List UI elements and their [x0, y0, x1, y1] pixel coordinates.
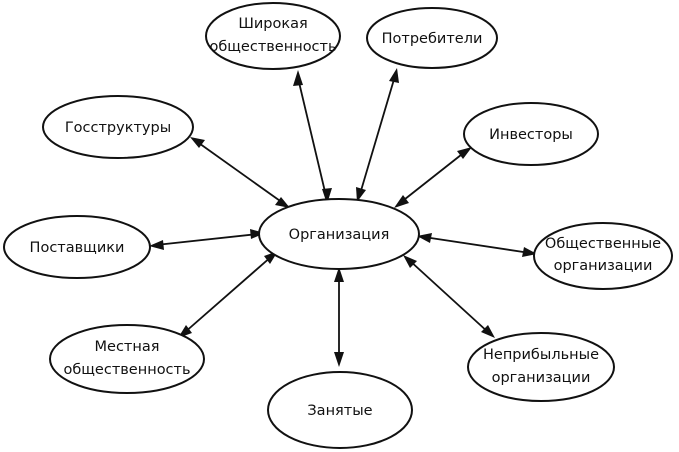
arrowhead-potrebiteli-top [389, 68, 399, 83]
connector-obshchestvennye [423, 236, 531, 254]
node-potrebiteli: Потребители [366, 7, 498, 69]
node-neprib: Неприбыльные организации [467, 332, 615, 402]
node-obshchestvennye-line1: Общественные [545, 236, 661, 252]
arrowhead-shirokaya-bottom [322, 188, 332, 204]
arrowhead-postavshchiki-left [149, 240, 164, 250]
arrowhead-investory-left [394, 195, 409, 208]
node-investory-label: Инвесторы [489, 127, 573, 143]
node-investory: Инвесторы [463, 102, 599, 166]
arrowhead-neprib-bottom [481, 325, 495, 338]
node-gosstruktury: Госструктуры [42, 95, 194, 159]
node-organization-label: Организация [289, 227, 390, 243]
node-gosstruktury-label: Госструктуры [65, 120, 171, 136]
node-shirokaya-line1: Широкая [238, 16, 307, 32]
node-mestnaya-line2: общественность [63, 362, 190, 378]
arrowhead-potrebiteli-bottom [356, 187, 366, 202]
arrowhead-zanyatye-bottom [334, 352, 344, 367]
arrowhead-gosstruktury-right [275, 197, 290, 208]
node-organization: Организация [258, 198, 420, 270]
node-postavshchiki: Поставщики [3, 215, 151, 279]
connector-neprib [408, 259, 490, 334]
node-shirokaya-line2: общественность [209, 39, 336, 55]
arrowhead-neprib-top [403, 255, 417, 268]
connector-mestnaya [183, 255, 273, 334]
connector-investory [399, 150, 467, 204]
arrowhead-postavshchiki-right [250, 229, 265, 239]
node-obshchestvennye-line2: организации [554, 258, 653, 274]
arrowhead-shirokaya-top [293, 70, 303, 86]
node-postavshchiki-label: Поставщики [30, 240, 125, 256]
node-mestnaya-line1: Местная [95, 339, 160, 355]
node-neprib-line1: Неприбыльные [483, 347, 599, 363]
node-mestnaya: Местная общественность [49, 324, 205, 394]
arrowhead-obshchestvennye-left [417, 233, 432, 243]
connector-postavshchiki [155, 233, 259, 246]
arrowhead-investory-right [457, 147, 472, 159]
connector-potrebiteli [359, 75, 396, 195]
node-obshchestvennye: Общественные организации [533, 222, 673, 290]
arrowhead-gosstruktury-left [190, 137, 205, 148]
connector-shirokaya [297, 77, 327, 197]
connector-gosstruktury [195, 140, 284, 204]
node-potrebiteli-label: Потребители [382, 31, 483, 47]
node-shirokaya: Широкая общественность [205, 2, 341, 70]
node-zanyatye-label: Занятые [307, 403, 372, 419]
arrowhead-zanyatye-top [334, 267, 344, 282]
node-neprib-line2: организации [492, 370, 591, 386]
connectors [149, 68, 537, 367]
node-zanyatye: Занятые [267, 371, 413, 449]
